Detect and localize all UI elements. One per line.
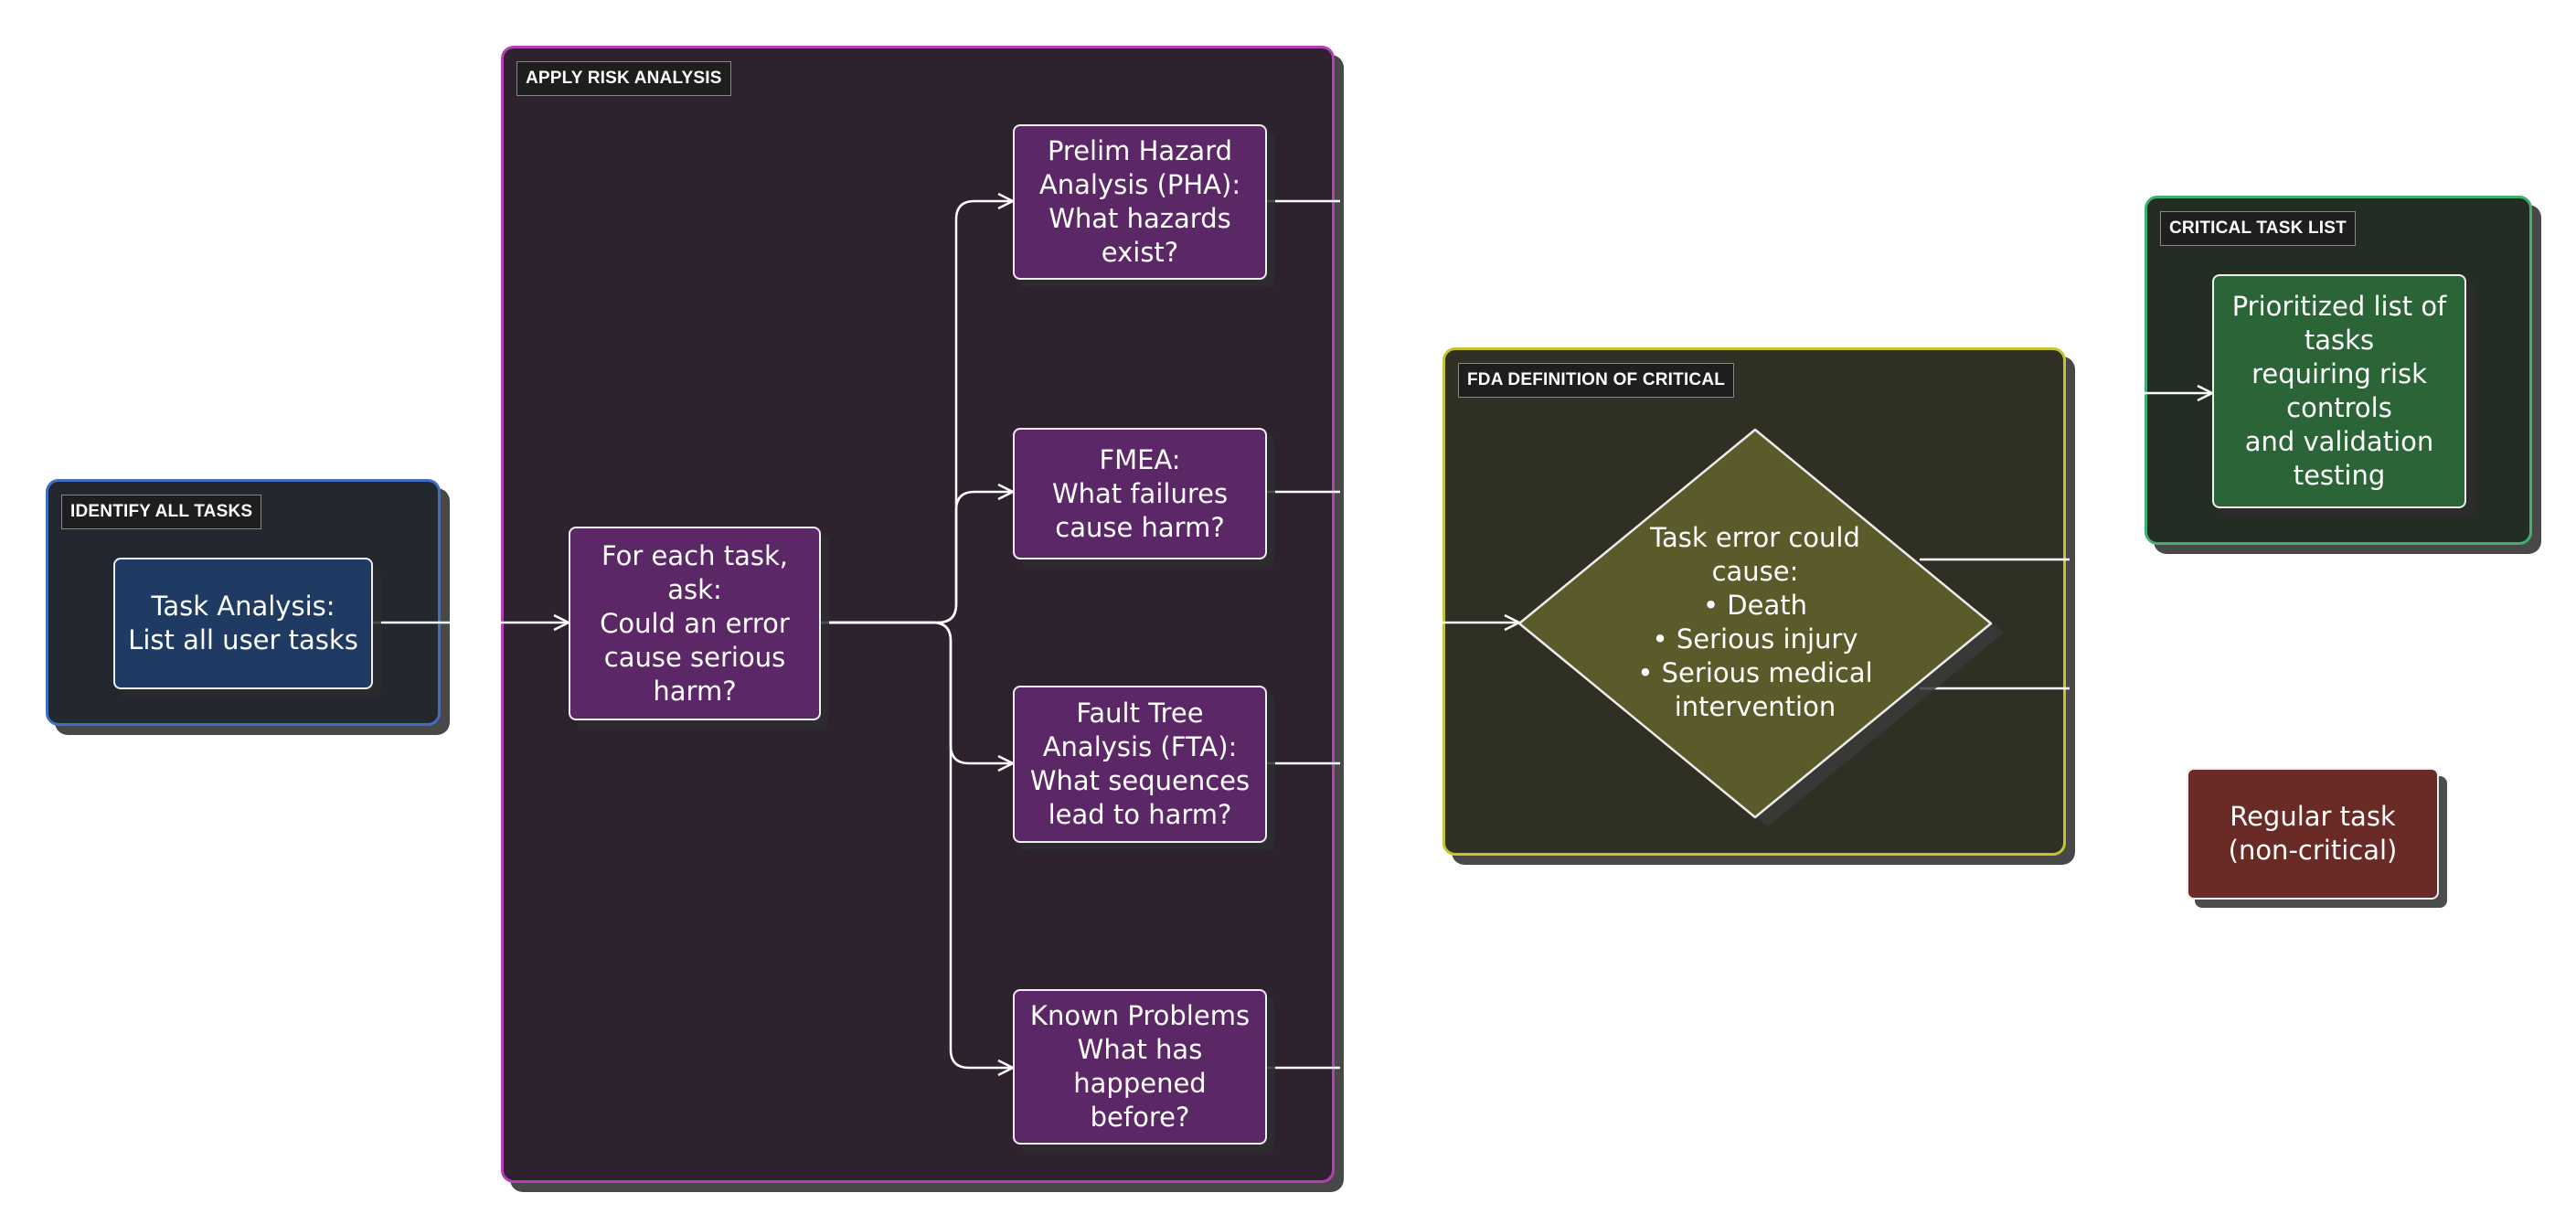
- node-prelim-hazard-analysis[interactable]: Prelim Hazard Analysis (PHA): What hazar…: [1013, 124, 1267, 280]
- cluster-label-risk: APPLY RISK ANALYSIS: [516, 61, 731, 96]
- node-fmea[interactable]: FMEA: What failures cause harm?: [1013, 428, 1267, 559]
- cluster-label-fda: FDA DEFINITION OF CRITICAL: [1458, 363, 1735, 398]
- node-task-analysis[interactable]: Task Analysis: List all user tasks: [113, 558, 373, 689]
- node-for-each-task-question[interactable]: For each task, ask: Could an error cause…: [569, 527, 821, 720]
- node-prioritized-list[interactable]: Prioritized list of tasks requiring risk…: [2212, 274, 2466, 508]
- node-fault-tree-analysis[interactable]: Fault Tree Analysis (FTA): What sequence…: [1013, 686, 1267, 843]
- node-regular-task[interactable]: Regular task (non-critical): [2187, 768, 2439, 900]
- cluster-label-identify: IDENTIFY ALL TASKS: [61, 495, 262, 529]
- decision-text: Task error could cause: • Death • Seriou…: [1637, 522, 1873, 722]
- cluster-label-critical: CRITICAL TASK LIST: [2160, 211, 2356, 246]
- node-known-problems[interactable]: Known Problems What has happened before?: [1013, 989, 1267, 1145]
